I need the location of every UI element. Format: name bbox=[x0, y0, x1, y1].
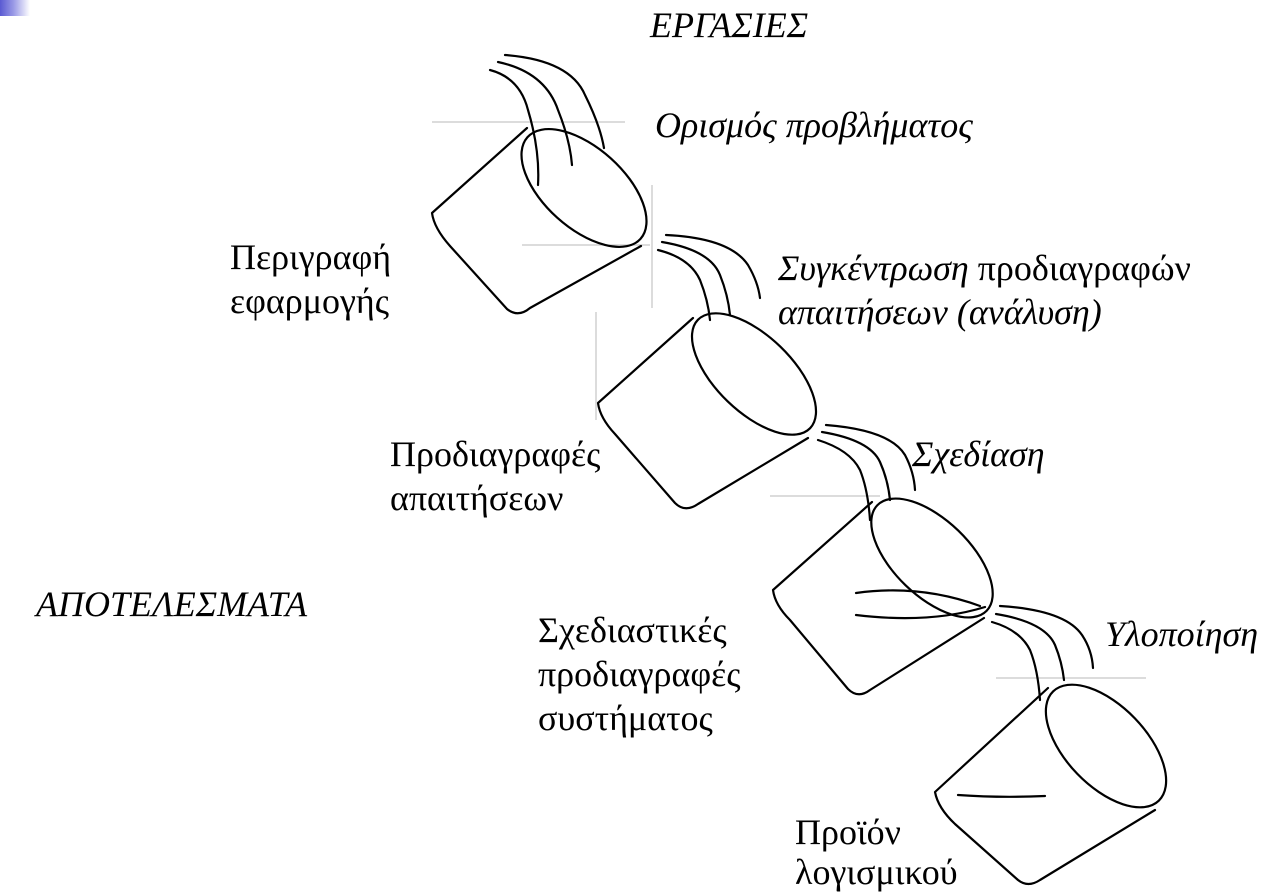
bucket-3-rim bbox=[851, 478, 1013, 638]
flow-2b bbox=[662, 242, 730, 315]
task-2-line-1: Συγκέντρωση προδιαγραφών bbox=[778, 248, 1191, 288]
guide-lines bbox=[432, 122, 1146, 678]
task-3-label: Σχεδίαση bbox=[912, 434, 1045, 474]
result-1-line-2: εφαρμογής bbox=[230, 281, 389, 321]
bucket-3-level-a bbox=[856, 590, 980, 606]
flow-4a bbox=[992, 622, 1040, 700]
result-4-line-1: Προϊόν bbox=[795, 812, 901, 852]
bucket-1 bbox=[432, 55, 667, 313]
bucket-4-body bbox=[935, 688, 1155, 884]
result-1-line-1: Περιγραφή bbox=[230, 237, 391, 277]
flow-1a bbox=[490, 70, 538, 185]
flow-3a bbox=[818, 440, 870, 520]
result-3-line-1: Σχεδιαστικές bbox=[538, 610, 727, 650]
bucket-2-body bbox=[598, 318, 808, 508]
task-2-line-2: απαιτήσεων (ανάλυση) bbox=[778, 292, 1102, 332]
flow-4b bbox=[996, 614, 1064, 680]
result-2-line-2: απαιτήσεων bbox=[390, 478, 563, 518]
flow-2c bbox=[666, 235, 760, 298]
result-3-line-3: συστήματος bbox=[538, 698, 713, 738]
task-1-label: Ορισμός προβλήματος bbox=[655, 105, 973, 145]
results-header: ΑΠΟΤΕΛΕΣΜΑΤΑ bbox=[36, 584, 307, 624]
bucket-4-level bbox=[958, 795, 1045, 797]
task-4-label: Υλοποίηση bbox=[1105, 614, 1258, 654]
flow-3b bbox=[822, 432, 890, 500]
task-2-rest: προδιαγραφών bbox=[969, 248, 1191, 288]
result-4-line-2: λογισμικού bbox=[795, 852, 958, 892]
flow-4c bbox=[1000, 606, 1093, 668]
task-2-prefix: Συγκέντρωση bbox=[778, 248, 969, 288]
flow-2a bbox=[658, 250, 710, 320]
result-3-line-2: προδιαγραφές bbox=[538, 654, 741, 694]
tasks-header: ΕΡΓΑΣΙΕΣ bbox=[650, 5, 808, 45]
flow-1b bbox=[498, 62, 572, 165]
result-2-line-1: Προδιαγραφές bbox=[390, 434, 600, 474]
